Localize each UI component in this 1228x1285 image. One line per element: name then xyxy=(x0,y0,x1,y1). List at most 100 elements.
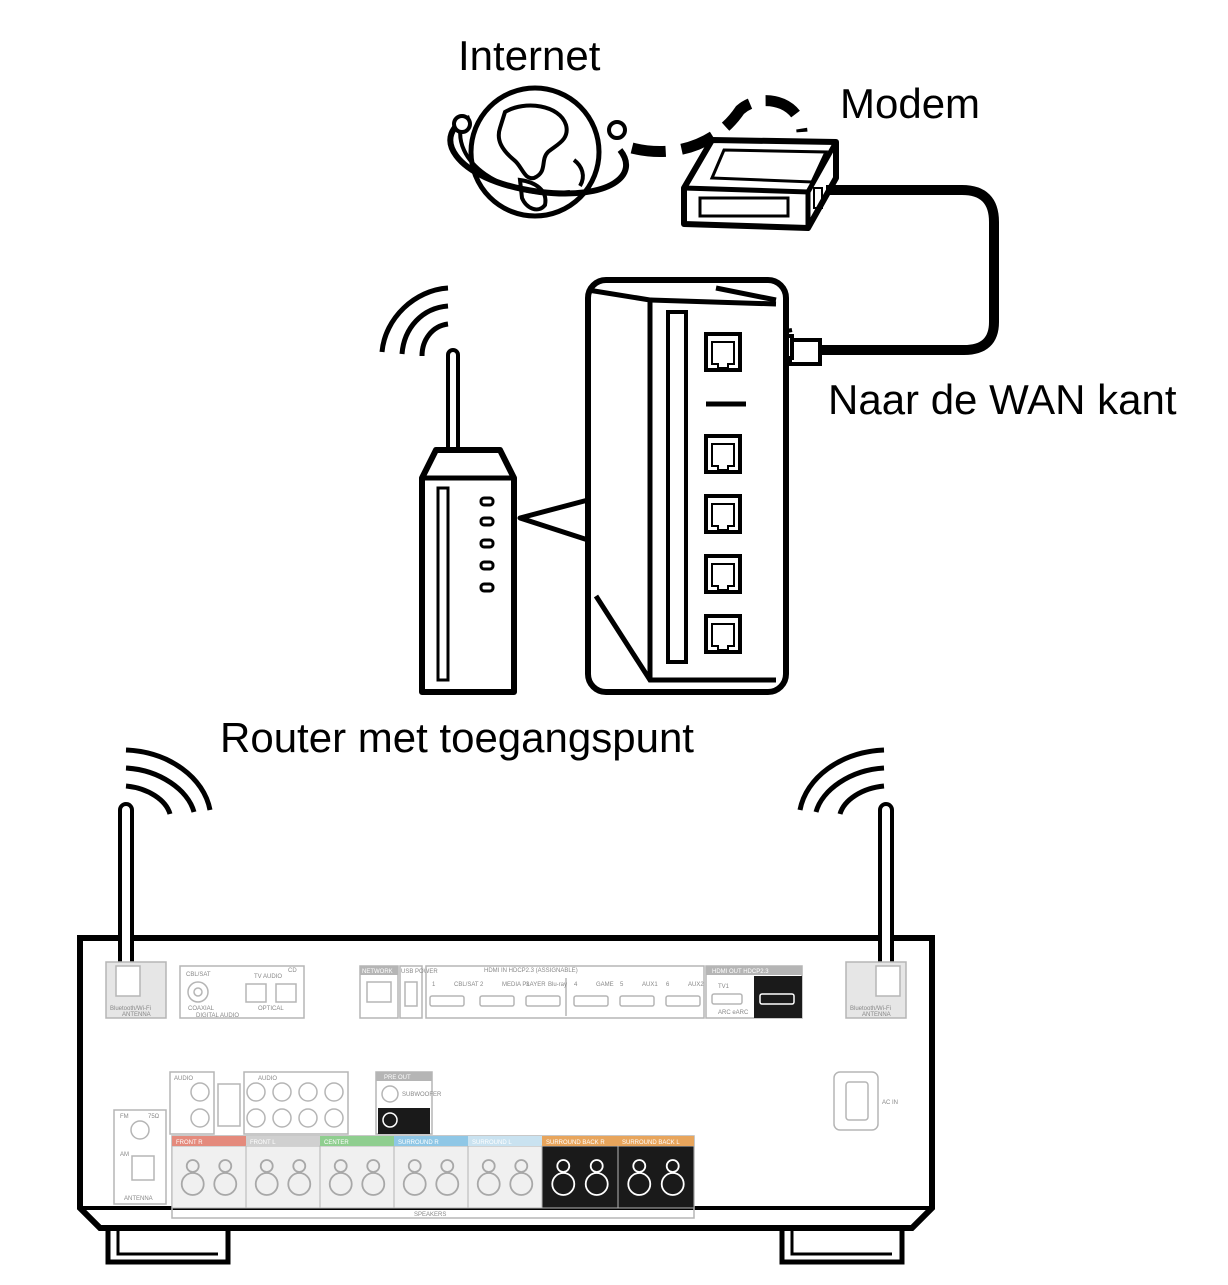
speaker-terminal xyxy=(660,1172,685,1196)
speaker-group-label: CENTER xyxy=(324,1140,349,1146)
speaker-terminal xyxy=(185,1159,200,1173)
speaker-terminal xyxy=(584,1172,609,1196)
coaxial-label: COAXIAL xyxy=(188,1006,215,1012)
speaker-group-label: SURROUND BACK R xyxy=(546,1140,605,1146)
speaker-terminal xyxy=(213,1172,238,1196)
speaker-group-header xyxy=(172,1136,246,1146)
hdmi-input-3-name: Blu-ray xyxy=(548,982,567,988)
left-antenna-text-1: Bluetooth/Wi-Fi xyxy=(110,1006,151,1012)
speaker-group-header xyxy=(468,1136,542,1146)
hdmi-input-4: 4 xyxy=(574,982,578,988)
speaker-group-header xyxy=(320,1136,394,1146)
network-port: NETWORK USB POWER xyxy=(359,965,438,1019)
speaker-terminal xyxy=(476,1172,501,1196)
router-icon xyxy=(379,285,517,695)
hdmi-in-label: HDMI IN HDCP2.3 (ASSIGNABLE) xyxy=(484,968,578,974)
zoom-callout-pointer xyxy=(517,497,589,543)
receiver-feet xyxy=(105,1224,905,1265)
usb-power-label: USB POWER xyxy=(401,969,438,975)
speaker-group-header xyxy=(246,1136,320,1146)
hdmi-input-6: 6 xyxy=(666,982,670,988)
right-antenna-text-2: ANTENNA xyxy=(862,1012,891,1018)
optical-label: OPTICAL xyxy=(258,1006,284,1012)
speaker-group-bg xyxy=(617,1145,695,1209)
speaker-terminal xyxy=(287,1172,312,1196)
right-antenna-text-1: Bluetooth/Wi-Fi xyxy=(850,1006,891,1012)
hdmi-input-2-name: MEDIA PLAYER xyxy=(502,982,546,988)
digital-audio-panel: CBL/SAT COAXIAL TV AUDIO CD OPTICAL DIGI… xyxy=(179,965,305,1019)
subwoofer-label: SUBWOOFER xyxy=(402,1092,442,1098)
am-label: AM xyxy=(120,1152,129,1158)
wan-cable xyxy=(818,185,999,355)
hdmi-in-panel: HDMI IN HDCP2.3 (ASSIGNABLE) 1 CBL/SAT 2… xyxy=(425,965,705,1019)
speaker-group-label: SURROUND R xyxy=(398,1140,439,1146)
hdmi-input-5: 5 xyxy=(620,982,624,988)
speaker-terminal xyxy=(589,1159,604,1173)
optical-tv-label: TV AUDIO xyxy=(254,974,282,980)
speaker-terminal xyxy=(514,1159,529,1173)
speaker-group-bg xyxy=(541,1145,619,1209)
hdmi-input-6-name: AUX2 xyxy=(688,982,704,988)
coaxial-top-label: CBL/SAT xyxy=(186,972,211,978)
speaker-terminal xyxy=(435,1172,460,1196)
digital-audio-group-label: DIGITAL AUDIO xyxy=(196,1013,239,1019)
optical-cd-label: CD xyxy=(288,968,297,974)
hdmi-input-1: 1 xyxy=(432,982,436,988)
wan-side-label: Naar de WAN kant xyxy=(828,376,1177,423)
audio-in-label: AUDIO xyxy=(258,1076,277,1082)
pre-out-panel: PRE OUT SUBWOOFER xyxy=(375,1071,442,1135)
speakers-label: SPEAKERS xyxy=(414,1212,446,1218)
speaker-terminal xyxy=(402,1172,427,1196)
speaker-terminal xyxy=(632,1159,647,1173)
speaker-terminal xyxy=(407,1159,422,1173)
speaker-terminal xyxy=(366,1159,381,1173)
ac-in-socket: AC IN xyxy=(833,1071,898,1131)
antenna-label: ANTENNA xyxy=(124,1196,153,1202)
router-label: Router met toegangspunt xyxy=(220,714,694,761)
speaker-terminals-panel: SPEAKERS FRONT R FRONT L CENTER SURROUND R S… xyxy=(171,1135,695,1219)
modem-icon xyxy=(681,137,839,231)
speaker-terminal xyxy=(665,1159,680,1173)
speaker-terminal xyxy=(627,1172,652,1196)
hdmi-out-panel: HDMI OUT HDCP2.3 TV1 ARC eARC xyxy=(705,965,803,1019)
hdmi-input-1-name: CBL/SAT xyxy=(454,982,479,988)
left-antenna-panel: Bluetooth/Wi-Fi ANTENNA xyxy=(105,961,167,1019)
pre-out-label: PRE OUT xyxy=(384,1075,411,1081)
internet-label: Internet xyxy=(458,32,601,79)
hdmi-input-3: 3 xyxy=(526,982,530,988)
audio-in-left-label: AUDIO xyxy=(174,1076,193,1082)
fm-am-antenna-panel: FM 75Ω AM ANTENNA xyxy=(113,1109,167,1205)
speaker-terminal xyxy=(481,1159,496,1173)
analog-audio-panel: AUDIO AUDIO xyxy=(169,1071,349,1135)
speaker-group-label: FRONT L xyxy=(250,1140,276,1146)
left-antenna-text-2: ANTENNA xyxy=(122,1012,151,1018)
network-label: NETWORK xyxy=(362,969,393,975)
right-antenna-icon xyxy=(797,747,894,976)
speaker-group-header xyxy=(542,1136,618,1146)
speaker-terminal xyxy=(254,1172,279,1196)
arc-label: ARC eARC xyxy=(718,1010,749,1016)
speaker-group-label: SURROUND L xyxy=(472,1140,512,1146)
speaker-terminal xyxy=(509,1172,534,1196)
speaker-terminal xyxy=(556,1159,571,1173)
speaker-terminal xyxy=(292,1159,307,1173)
speaker-terminal xyxy=(180,1172,205,1196)
speaker-terminal xyxy=(361,1172,386,1196)
hdmi-out-label: HDMI OUT HDCP2.3 xyxy=(712,969,769,975)
hdmi-input-4-name: GAME xyxy=(596,982,614,988)
router-ports-detail xyxy=(585,277,789,695)
internet-globe-icon xyxy=(447,85,629,219)
speaker-group-label: SURROUND BACK L xyxy=(622,1140,680,1146)
fm-ohm-label: 75Ω xyxy=(148,1114,160,1120)
left-antenna-icon xyxy=(118,747,213,976)
speaker-terminal xyxy=(440,1159,455,1173)
hdmi-input-2: 2 xyxy=(480,982,484,988)
speaker-terminal xyxy=(218,1159,233,1173)
fm-label: FM xyxy=(120,1114,129,1120)
speaker-terminal xyxy=(259,1159,274,1173)
speaker-terminal xyxy=(328,1172,353,1196)
right-antenna-panel: Bluetooth/Wi-Fi ANTENNA xyxy=(845,961,907,1019)
speaker-group-label: FRONT R xyxy=(176,1140,203,1146)
modem-label: Modem xyxy=(840,80,980,127)
